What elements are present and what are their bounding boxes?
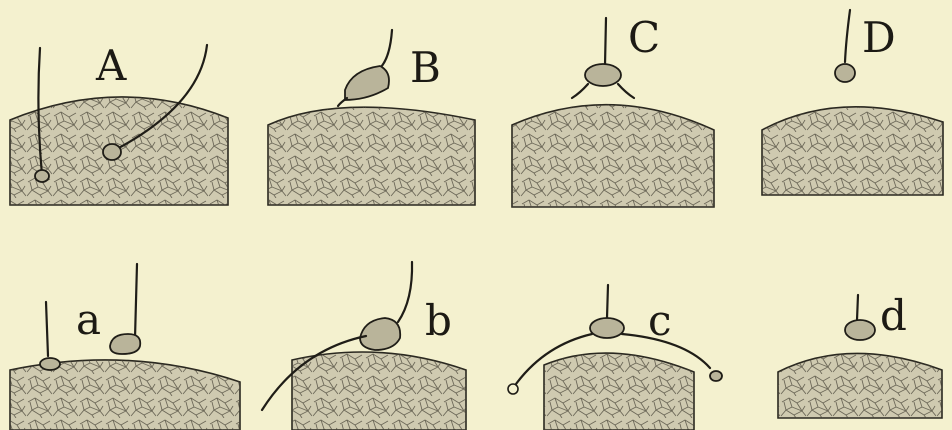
panel-label-C: C <box>628 13 660 62</box>
panel-label-A: A <box>95 41 127 90</box>
ovule-texture <box>762 107 943 195</box>
panel-label-c: c <box>648 296 672 345</box>
pollen-tube <box>398 262 412 322</box>
pollen-grain-right <box>110 334 140 354</box>
pollen-tube <box>605 18 606 65</box>
panel-label-D: D <box>862 13 896 62</box>
panel-D: D <box>762 10 943 195</box>
panel-c: c <box>508 285 722 430</box>
pollen-tube <box>607 285 608 318</box>
ovule-texture <box>268 107 475 205</box>
pollen-grain-left <box>40 358 60 370</box>
pollen-grain <box>585 64 621 86</box>
pollen-tube-right <box>135 264 137 338</box>
panel-label-b: b <box>425 296 452 345</box>
panel-C: C <box>512 13 714 207</box>
panel-b: b <box>262 262 466 430</box>
collar-left <box>572 84 588 98</box>
ovule-texture <box>778 353 942 418</box>
panel-label-a: a <box>76 295 101 344</box>
panel-a: a <box>10 264 240 430</box>
pollen-grain-right <box>103 144 121 160</box>
panel-label-B: B <box>410 43 441 92</box>
pollen-grain <box>360 318 400 350</box>
tube-entry <box>338 98 347 106</box>
pollen-grain <box>845 320 875 340</box>
panel-B: B <box>268 30 475 205</box>
tube-tip-right <box>710 371 722 381</box>
pollen-grain <box>835 64 855 82</box>
pollen-grain-left <box>35 170 49 182</box>
ovule-texture <box>544 353 694 430</box>
pollen-grain <box>345 66 389 100</box>
ovule-texture <box>10 360 240 430</box>
pollen-tube <box>845 10 850 62</box>
tube-tip-left <box>508 384 518 394</box>
pollen-tube-left <box>46 302 48 356</box>
collar-right <box>618 84 634 98</box>
panel-label-d: d <box>880 291 907 340</box>
panel-A: A <box>10 41 228 205</box>
pollen-tube <box>857 295 858 320</box>
ovule-texture <box>292 352 466 430</box>
panel-d: d <box>778 291 942 418</box>
pollen-tube <box>380 30 392 68</box>
pollen-grain <box>590 318 624 338</box>
ovule-texture <box>512 105 714 207</box>
